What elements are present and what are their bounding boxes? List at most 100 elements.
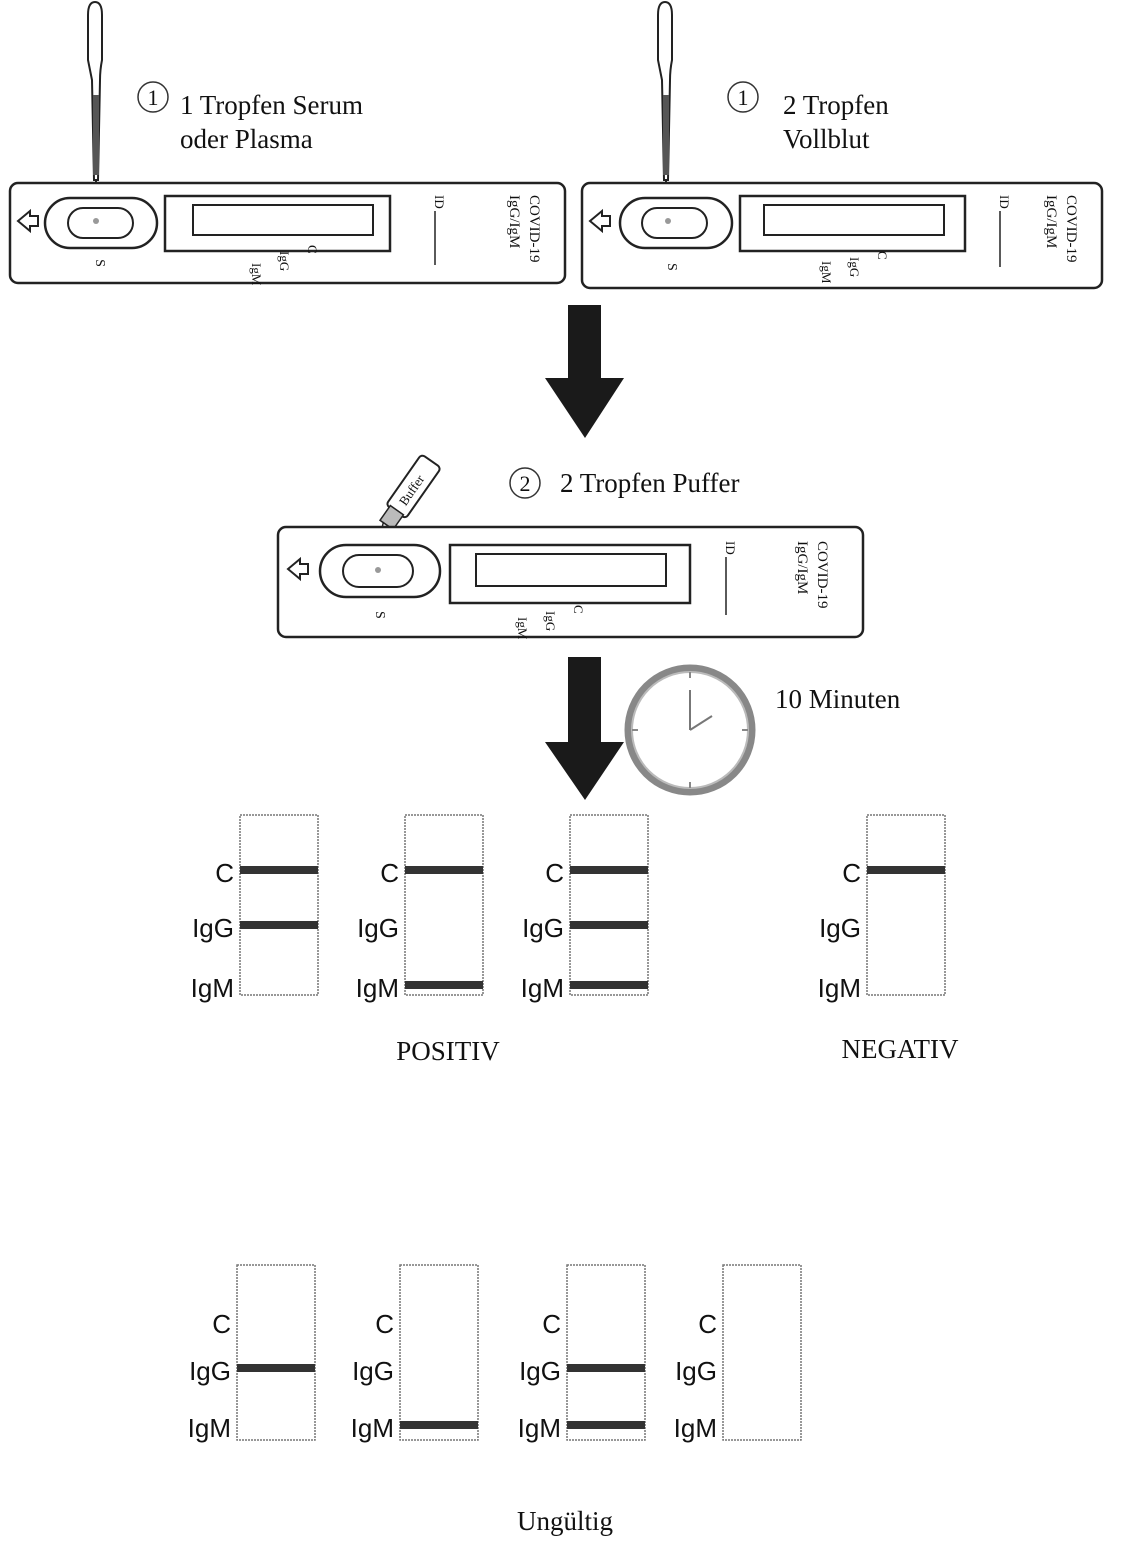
strip-label-igg: IgG: [357, 913, 399, 943]
step1-left-line2: oder Plasma: [180, 124, 313, 154]
pipette-icon: [657, 0, 673, 198]
strip-band-igg: [570, 921, 648, 929]
strip-band-igg: [237, 1364, 315, 1372]
strip-band-c: [240, 866, 318, 874]
strip-label-igm: IgM: [351, 1413, 394, 1443]
strip-band-igm: [400, 1421, 478, 1429]
step1-right: 1 2 Tropfen Vollblut S IgM IgG C ID COVI…: [580, 0, 1104, 290]
result-strip: C IgG IgM: [674, 1264, 802, 1443]
strip-label-igg: IgG: [819, 913, 861, 943]
svg-text:IgM: IgM: [249, 263, 264, 286]
step1-left: 1 1 Tropfen Serum oder Plasma S IgM IgG …: [8, 0, 567, 286]
strip-band-igg: [240, 921, 318, 929]
strip-label-igm: IgM: [356, 973, 399, 1003]
svg-text:C: C: [571, 605, 586, 614]
step2: Buffer 2 2 Tropfen Puffer S IgM IgG C ID: [276, 454, 865, 640]
step2-text: 2 Tropfen Puffer: [560, 468, 740, 498]
svg-text:COVID-19: COVID-19: [526, 195, 542, 263]
down-arrow-icon: [545, 657, 624, 800]
strip-label-igm: IgM: [518, 1413, 561, 1443]
clock-icon: [624, 664, 756, 796]
strip-band-c: [570, 866, 648, 874]
strip-label-igm: IgM: [818, 973, 861, 1003]
svg-text:ID: ID: [997, 195, 1012, 209]
result-strip: C IgG IgM: [351, 1264, 479, 1443]
sample-well-inner: [67, 207, 134, 239]
strip-frame: [399, 1264, 479, 1441]
strip-label-igg: IgG: [675, 1356, 717, 1386]
result-strips: C IgG IgM C IgG IgM C IgG IgM C IgG IgM C IgG IgM C IgG I…: [188, 814, 946, 1443]
step1-right-line1: 2 Tropfen: [783, 90, 889, 120]
svg-text:S: S: [92, 259, 107, 267]
step1-right-number-badge: 1: [727, 81, 759, 113]
strip-label-c: C: [215, 858, 234, 888]
strip-frame: [569, 814, 649, 996]
svg-text:2: 2: [520, 471, 531, 496]
svg-text:IgG/IgM: IgG/IgM: [1043, 195, 1059, 248]
strip-label-igg: IgG: [192, 913, 234, 943]
arrow-marker-icon: [588, 208, 611, 234]
strip-band-c: [867, 866, 945, 874]
pipette-icon: [87, 0, 103, 198]
strip-label-igg: IgG: [519, 1356, 561, 1386]
test-cassette-left: S IgM IgG C ID COVID-19 IgG/IgM: [8, 181, 567, 286]
strip-label-c: C: [212, 1309, 231, 1339]
svg-text:1: 1: [738, 85, 749, 110]
test-cassette-center: S IgM IgG C ID COVID-19 IgG/IgM: [276, 525, 865, 640]
svg-text:C: C: [305, 245, 320, 254]
strip-label-igm: IgM: [191, 973, 234, 1003]
strip-label-c: C: [542, 1309, 561, 1339]
svg-text:C: C: [875, 251, 890, 260]
strip-label-igg: IgG: [189, 1356, 231, 1386]
positive-label: POSITIV: [396, 1036, 500, 1066]
result-strip: C IgG IgM: [818, 814, 946, 1003]
svg-text:S: S: [372, 611, 387, 619]
strip-label-igm: IgM: [674, 1413, 717, 1443]
svg-text:S: S: [664, 263, 679, 271]
svg-text:IgM: IgM: [515, 617, 530, 640]
svg-text:IgG/IgM: IgG/IgM: [506, 195, 522, 248]
svg-text:IgG/IgM: IgG/IgM: [794, 541, 810, 594]
strip-frame: [722, 1264, 802, 1441]
strip-frame: [866, 814, 946, 996]
svg-text:ID: ID: [723, 541, 738, 555]
strip-label-igg: IgG: [522, 913, 564, 943]
svg-text:IgG: IgG: [543, 611, 558, 631]
strip-label-c: C: [375, 1309, 394, 1339]
svg-text:COVID-19: COVID-19: [814, 541, 830, 609]
strip-band-igm: [405, 981, 483, 989]
strip-band-igm: [567, 1421, 645, 1429]
strip-label-igm: IgM: [188, 1413, 231, 1443]
svg-text:ID: ID: [432, 195, 447, 209]
strip-frame: [566, 1264, 646, 1441]
strip-label-c: C: [545, 858, 564, 888]
strip-label-igg: IgG: [352, 1356, 394, 1386]
result-strip: C IgG IgM: [191, 814, 319, 1003]
strip-band-igg: [567, 1364, 645, 1372]
svg-text:IgG: IgG: [847, 257, 862, 277]
svg-text:1: 1: [148, 85, 159, 110]
result-strip: C IgG IgM: [518, 1264, 646, 1443]
invalid-label: Ungültig: [517, 1506, 613, 1536]
strip-band-c: [405, 866, 483, 874]
result-strip: C IgG IgM: [356, 814, 484, 1003]
strip-label-c: C: [698, 1309, 717, 1339]
svg-text:COVID-19: COVID-19: [1063, 195, 1079, 263]
step1-left-number-badge: 1: [137, 81, 169, 113]
strip-frame: [404, 814, 484, 996]
step1-right-line2: Vollblut: [783, 124, 870, 154]
down-arrow-icon: [545, 305, 624, 438]
step2-number-badge: 2: [509, 467, 541, 499]
arrow-marker-icon: [16, 208, 39, 234]
strip-label-c: C: [380, 858, 399, 888]
strip-band-igm: [570, 981, 648, 989]
arrow-marker-icon: [286, 556, 309, 582]
step1-left-line1: 1 Tropfen Serum: [180, 90, 363, 120]
strip-frame: [239, 814, 319, 996]
strip-frame: [236, 1264, 316, 1441]
result-window: [192, 204, 374, 236]
svg-text:IgG: IgG: [277, 251, 292, 271]
strip-label-c: C: [842, 858, 861, 888]
